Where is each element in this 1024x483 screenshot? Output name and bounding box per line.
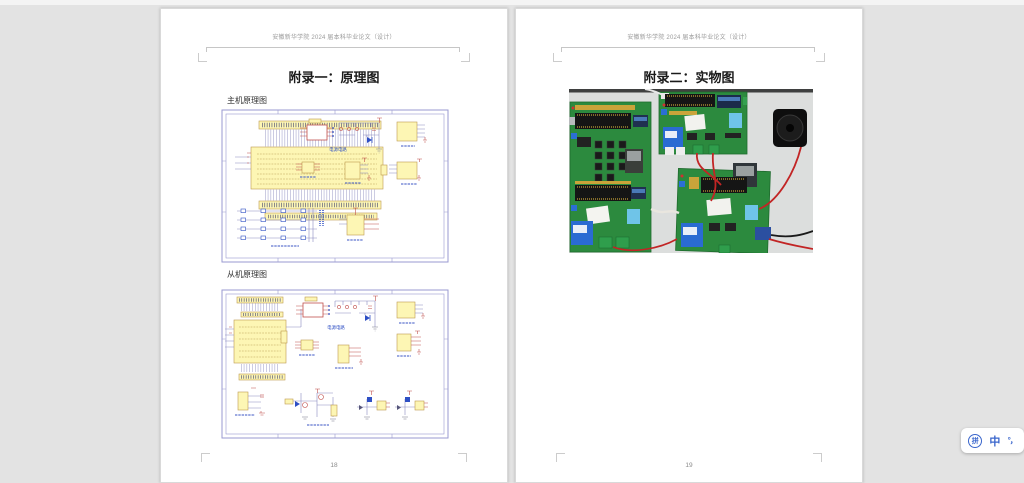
button-grid <box>594 140 627 182</box>
text-boundary-mark <box>813 453 822 462</box>
page-number: 19 <box>685 462 693 469</box>
window-top-strip <box>0 0 1024 5</box>
text-boundary-mark <box>553 53 562 62</box>
chip-mid <box>295 339 319 356</box>
ime-pinyin-icon[interactable]: 拼 <box>968 433 983 448</box>
led-circuit-a <box>357 390 390 420</box>
power-circuit-label: 电源电路 <box>329 146 347 153</box>
dht11-sensor <box>745 205 758 220</box>
power-circuit: 电源电路 <box>296 296 345 331</box>
header-rule <box>561 47 815 52</box>
page-title: 附录一：原理图 <box>288 70 380 85</box>
bottom-right-board <box>675 163 771 253</box>
text-boundary-mark <box>461 53 470 62</box>
keypad-matrix <box>237 208 324 247</box>
header-rule <box>206 47 460 52</box>
driver-circuit-bottom-mid <box>284 388 338 426</box>
document-page-right[interactable]: 安徽新华学院 2024 届本科毕业论文（设计） 附录二：实物图 <box>515 8 863 483</box>
paper-label <box>706 197 732 217</box>
regulator-circuit <box>334 295 378 332</box>
slave-schematic-figure: 电源电路 <box>221 289 449 439</box>
page-header: 安徽新华学院 2024 届本科毕业论文（设计） <box>272 35 396 41</box>
top-right-board <box>658 91 748 155</box>
dht11-sensor <box>729 113 742 128</box>
ime-punctuation-icon[interactable]: °， <box>1007 436 1018 445</box>
mcu-block <box>225 296 302 381</box>
left-main-board <box>569 101 652 253</box>
dht11-sensor <box>627 209 640 224</box>
screw-terminal <box>755 227 771 240</box>
module-bottom-left <box>235 387 265 416</box>
paper-label <box>585 205 611 225</box>
power-circuit-label: 电源电路 <box>327 324 345 331</box>
text-boundary-mark <box>198 53 207 62</box>
ime-toolbar[interactable]: 拼 中 °， <box>961 428 1024 453</box>
page-header: 安徽新华学院 2024 届本科毕业论文（设计） <box>627 35 751 41</box>
document-page-left[interactable]: 安徽新华学院 2024 届本科毕业论文（设计） 附录一：原理图 主机原理图 <box>160 8 508 483</box>
page-title: 附录二：实物图 <box>643 70 735 85</box>
module-mid <box>344 157 371 184</box>
module-right-mid <box>396 330 421 357</box>
module-mid <box>335 344 363 369</box>
text-boundary-mark <box>458 453 467 462</box>
led-circuit-b <box>395 390 428 420</box>
page-number: 18 <box>330 462 338 469</box>
figure-caption-master: 主机原理图 <box>227 96 267 105</box>
paper-label <box>684 113 706 132</box>
regulator-circuit <box>338 117 382 154</box>
speaker <box>773 109 807 147</box>
text-boundary-mark <box>201 453 210 462</box>
module-bottom <box>339 207 379 241</box>
hardware-photo <box>569 89 813 253</box>
module-top-right <box>396 121 427 147</box>
photo-table-edge <box>569 89 813 93</box>
text-boundary-mark <box>556 453 565 462</box>
chip-mid <box>296 161 320 178</box>
figure-caption-slave: 从机原理图 <box>227 270 267 279</box>
ime-language-mode[interactable]: 中 <box>989 435 1001 448</box>
text-boundary-mark <box>816 53 825 62</box>
module-top-right <box>396 301 425 324</box>
power-circuit: 电源电路 <box>300 118 347 153</box>
master-schematic-figure: 电源电路 <box>221 109 449 263</box>
wires <box>612 89 813 252</box>
module-right-2 <box>389 158 422 185</box>
